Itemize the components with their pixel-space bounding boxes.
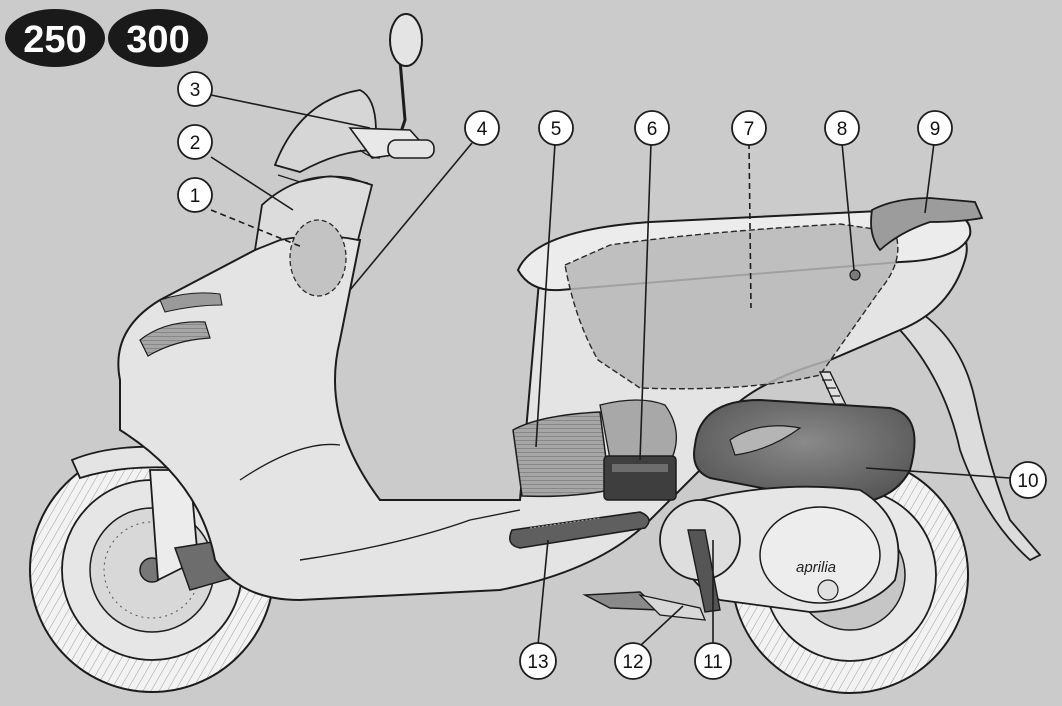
svg-text:10: 10 [1017, 471, 1038, 492]
svg-text:3: 3 [190, 80, 201, 101]
battery-box [603, 455, 677, 501]
svg-text:7: 7 [744, 119, 755, 140]
callout-2: 2 [177, 124, 213, 160]
component-1-zone [289, 219, 347, 297]
leader-8 [841, 142, 855, 271]
svg-text:300: 300 [126, 19, 189, 61]
callout-8: 8 [824, 110, 860, 146]
leader-6 [639, 142, 652, 461]
callout-9: 9 [917, 110, 953, 146]
callout-7: 7 [731, 110, 767, 146]
callout-5: 5 [538, 110, 574, 146]
callout-1: 1 [177, 177, 213, 213]
leader-12 [640, 605, 684, 646]
svg-text:12: 12 [622, 652, 643, 673]
callout-10: 10 [1009, 461, 1047, 499]
handle-grip [387, 139, 435, 159]
callout-3: 3 [177, 71, 213, 107]
windscreen [273, 89, 377, 173]
transmission-cover [759, 506, 881, 604]
front-stripe [139, 321, 211, 357]
svg-text:11: 11 [703, 652, 723, 673]
svg-text:2: 2 [190, 133, 201, 154]
callout-6: 6 [634, 110, 670, 146]
side-panel-5 [512, 411, 611, 498]
air-filter-housing [693, 398, 916, 507]
svg-text:1: 1 [190, 186, 201, 207]
svg-text:8: 8 [837, 119, 848, 140]
svg-text:250: 250 [23, 19, 86, 61]
leader-4 [349, 142, 473, 291]
svg-text:6: 6 [647, 119, 658, 140]
leader-lines [210, 94, 1011, 646]
grab-handle [870, 197, 984, 252]
mirror [389, 13, 423, 67]
aprilia-logo: aprilia [796, 559, 836, 576]
callout-11: 11 [694, 642, 732, 680]
svg-text:4: 4 [477, 119, 488, 140]
badge-250: 250 [5, 9, 105, 67]
rear-mudguard [899, 298, 1042, 562]
front-shield [253, 175, 374, 252]
callout-4: 4 [464, 110, 500, 146]
helmet-compartment [564, 223, 899, 390]
kick-start-lever [687, 529, 721, 613]
svg-text:5: 5 [551, 119, 562, 140]
leader-13 [537, 539, 549, 646]
svg-text:9: 9 [930, 119, 941, 140]
seat-lock [849, 269, 861, 281]
leader-5 [535, 142, 556, 448]
leader-1 [210, 209, 303, 248]
callout-13: 13 [519, 642, 557, 680]
leader-9 [924, 142, 935, 214]
callout-12: 12 [614, 642, 652, 680]
leader-10 [865, 467, 1011, 479]
leader-7 [748, 142, 752, 309]
leader-3 [210, 94, 371, 129]
badge-300: 300 [108, 9, 208, 67]
passenger-footrest [509, 511, 650, 549]
leader-2 [210, 156, 294, 211]
svg-text:13: 13 [527, 652, 548, 673]
